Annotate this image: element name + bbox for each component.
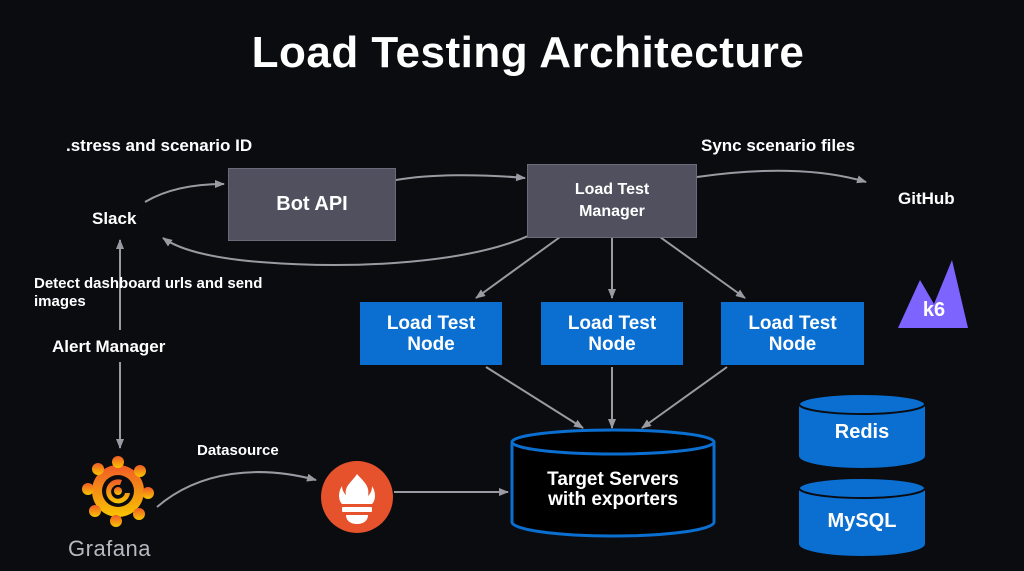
slack-label: Slack [92, 209, 137, 228]
node-2-label-line1: Load Test [567, 312, 657, 334]
arrow-manager-to-node3 [659, 236, 746, 299]
mysql-cylinder [798, 477, 926, 556]
manager-label-line1: Load Test [574, 181, 650, 198]
node-2-label-line2: Node [588, 333, 636, 355]
datasource-label: Datasource [197, 442, 279, 459]
target-servers-cylinder [510, 428, 716, 538]
diagram-title: Load Testing Architecture [251, 28, 805, 77]
arrow-manager-to-node1 [475, 236, 561, 299]
load-test-node-2: Load Test Node [541, 302, 683, 365]
load-test-node-1: Load Test Node [360, 302, 502, 365]
detect-dashboard-label: Detect dashboard urls and send images [34, 275, 263, 310]
mysql-label: MySQL [827, 510, 897, 532]
grafana-logo-icon [82, 456, 154, 527]
redis-cylinder [798, 393, 926, 468]
target-label-line1: Target Servers [547, 469, 679, 490]
stress-label: .stress and scenario ID [66, 136, 253, 155]
arrow-node3-to-target [641, 366, 728, 429]
arrow-manager-to-slack [162, 235, 529, 266]
manager-label-line2: Manager [579, 203, 645, 220]
node-3-label-line2: Node [768, 333, 817, 355]
arrow-botapi-to-manager [395, 173, 526, 182]
load-test-manager-box: Load Test Manager [527, 164, 697, 238]
target-servers-label: Target Servers with exporters [510, 470, 716, 510]
bot-api-box: Bot API [228, 168, 396, 241]
load-test-node-3: Load Test Node [721, 302, 864, 365]
arrow-node1-to-target [485, 366, 584, 429]
node-1-label-line2: Node [407, 333, 455, 355]
arrow-grafana-to-prometheus [156, 471, 317, 508]
node-3-label-line1: Load Test [748, 312, 837, 334]
arrow-manager-to-github [696, 169, 867, 184]
sync-label: Sync scenario files [701, 136, 856, 155]
redis-label: Redis [834, 421, 890, 443]
k6-logo-text: k6 [923, 299, 945, 321]
k6-logo-icon: k6 [898, 260, 968, 328]
prometheus-logo-icon [321, 461, 393, 533]
node-1-label-line1: Load Test [386, 312, 476, 334]
grafana-label: Grafana [68, 536, 151, 561]
alert-manager-label: Alert Manager [52, 337, 166, 356]
github-label: GitHub [898, 189, 955, 208]
bot-api-label: Bot API [276, 193, 348, 215]
arrow-slack-to-botapi [144, 180, 225, 203]
target-label-line2: with exporters [548, 489, 678, 510]
